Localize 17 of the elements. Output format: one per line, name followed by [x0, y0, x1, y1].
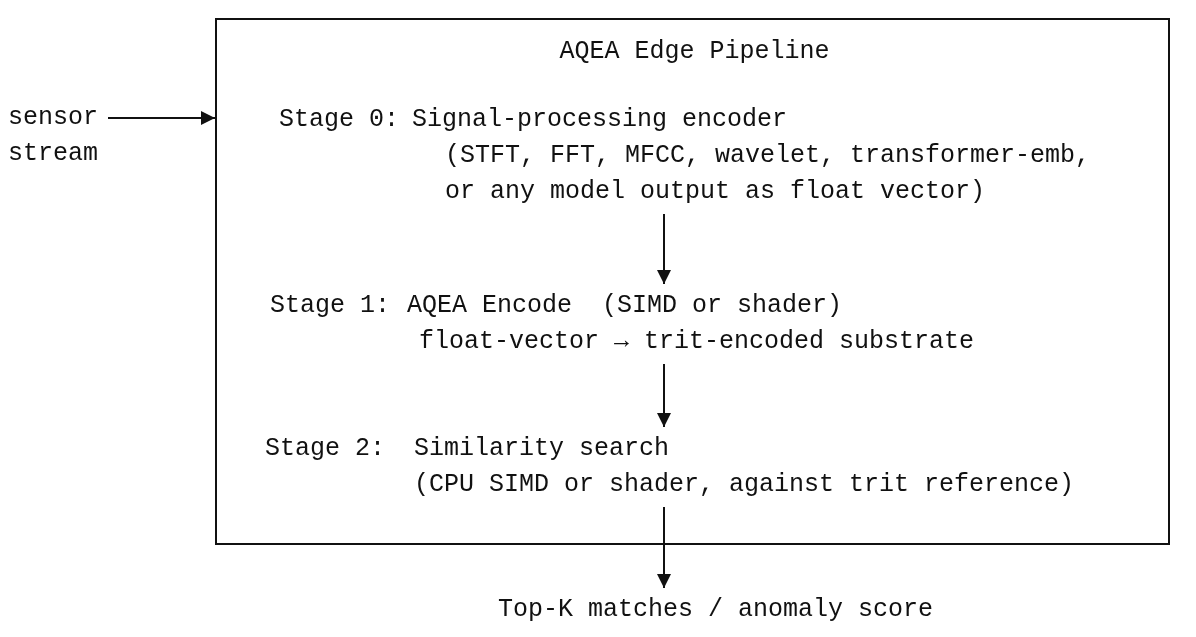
- stage-description: float-vector → trit-encoded substrate: [419, 326, 975, 358]
- flow-label: sensor stream: [8, 102, 98, 170]
- stage-title: Signal-processing encoder: [412, 104, 788, 136]
- stage-title: Similarity search: [414, 433, 670, 465]
- pipeline-frame: [215, 18, 1170, 545]
- stage-description: (CPU SIMD or shader, against trit reference): [414, 469, 1075, 501]
- arrow: [657, 213, 671, 285]
- flow-label: Top-K matches / anomaly score: [498, 594, 934, 626]
- arrow: [107, 111, 216, 125]
- stage-label: Stage 1:: [270, 290, 391, 322]
- stage-title: AQEA Encode (SIMD or shader): [407, 290, 843, 322]
- stage-label: Stage 2:: [265, 433, 386, 465]
- arrow: [657, 363, 671, 428]
- stage-description: (STFT, FFT, MFCC, wavelet, transformer-emb, or any model output as float vector): [445, 140, 1092, 208]
- stage-label: Stage 0:: [279, 104, 400, 136]
- frame-title: AQEA Edge Pipeline: [558, 36, 831, 68]
- arrow: [657, 506, 671, 589]
